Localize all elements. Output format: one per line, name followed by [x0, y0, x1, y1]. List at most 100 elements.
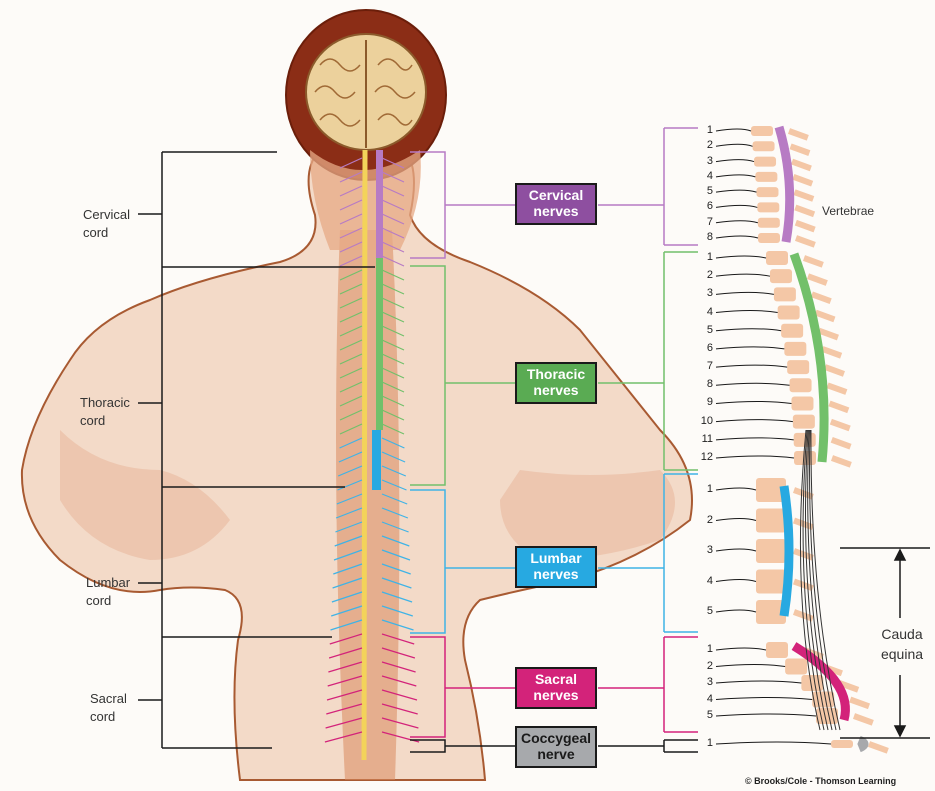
vertebra-leader-cervical-3 — [715, 159, 755, 163]
spinous-process-cervical-2 — [789, 143, 811, 156]
vertebra-number-sacral-3: 3 — [706, 676, 713, 688]
vertebra-number-thoracic-3: 3 — [706, 287, 713, 300]
left-arm-shading — [60, 430, 230, 560]
vertebra-number-lumbar-5: 5 — [706, 605, 713, 617]
vertebra-thoracic-4 — [777, 305, 800, 320]
vertebra-number-sacral-1: 1 — [706, 643, 713, 655]
vertebra-number-cervical-2: 2 — [706, 139, 713, 152]
vertebra-number-thoracic-12: 12 — [700, 451, 713, 463]
vertebra-leader-coccygeal-1 — [715, 741, 832, 745]
lumbar-cord-label: Lumbar cord — [86, 575, 131, 608]
cauda-equina-strand — [809, 429, 837, 731]
vertebra-leader-sacral-2 — [715, 664, 786, 667]
spinal-canal-thoracic — [789, 252, 829, 463]
vertebra-number-cervical-1: 1 — [706, 124, 713, 136]
spinous-process-cervical-6 — [794, 204, 816, 218]
spinous-process-cervical-7 — [794, 219, 816, 233]
vertebra-number-thoracic-2: 2 — [706, 269, 713, 282]
nerve-brackets — [410, 151, 515, 753]
cervical-cord-label: Cervical cord — [83, 207, 130, 240]
vertebra-cervical-5 — [756, 187, 779, 198]
vertebra-thoracic-2 — [769, 269, 792, 284]
vertebra-cervical-1 — [751, 126, 773, 136]
spinous-process-sacral-3 — [838, 680, 860, 693]
vertebra-leader-cervical-8 — [715, 235, 759, 239]
thoracic-bracket — [410, 265, 515, 486]
spinous-process-thoracic-5 — [818, 327, 839, 341]
vertebra-lumbar-5 — [756, 600, 786, 624]
vertebra-leader-thoracic-8 — [715, 382, 790, 386]
vertebra-thoracic-7 — [787, 360, 810, 375]
cauda-equina-strand — [810, 429, 841, 731]
right-arm-shading — [500, 470, 675, 560]
cauda-equina-strand — [802, 429, 825, 731]
spinous-process-thoracic-9 — [828, 400, 850, 414]
vertebra-leader-thoracic-9 — [715, 400, 792, 404]
lumbar-bracket — [410, 489, 515, 634]
vertebra-number-lumbar-3: 3 — [706, 544, 713, 556]
spinous-process-thoracic-7 — [824, 364, 845, 377]
vertebra-lumbar-4 — [756, 569, 786, 594]
cervical-bracket — [410, 151, 515, 259]
spinal-canal-sacral — [791, 642, 850, 722]
lumbar-nerves-box: Lumbar nerves — [515, 546, 597, 588]
vertebra-lumbar-3 — [756, 539, 786, 563]
spinous-process-sacral-4 — [849, 696, 871, 710]
spinous-process-cervical-5 — [793, 189, 815, 202]
vertebra-leader-sacral-4 — [715, 697, 813, 700]
spinous-process-lumbar-4 — [792, 578, 814, 592]
vertebrae-label: Vertebrae — [822, 204, 875, 218]
vertebra-number-cervical-5: 5 — [706, 185, 713, 198]
spinous-process-cervical-3 — [791, 158, 812, 172]
spinous-process-thoracic-4 — [814, 309, 836, 323]
vertebra-leader-thoracic-11 — [715, 437, 794, 441]
spinal-canal-cervical — [774, 125, 795, 243]
brain-icon — [305, 33, 427, 151]
spinous-process-cervical-4 — [792, 174, 814, 187]
vertebra-leader-thoracic-7 — [715, 364, 788, 368]
vertebra-leader-cervical-7 — [715, 220, 758, 224]
vertebra-number-coccygeal-1: 1 — [706, 737, 713, 749]
lumbar-cord-segment — [372, 430, 381, 490]
cervical-cord-segment — [376, 150, 383, 258]
spinal-canal-lumbar — [779, 485, 794, 617]
vertebra-leader-lumbar-5 — [715, 609, 757, 613]
cervical-nerves-box: Cervical nerves — [515, 183, 597, 225]
vertebra-leader-thoracic-2 — [715, 273, 771, 277]
vertebra-lumbar-2 — [756, 508, 786, 533]
vertebral-column — [715, 125, 889, 754]
spinous-process-thoracic-3 — [810, 291, 832, 305]
vertebra-number-cervical-7: 7 — [706, 215, 713, 228]
vertebra-leader-lumbar-1 — [715, 487, 757, 491]
vertebra-number-sacral-2: 2 — [706, 659, 713, 672]
vertebra-lumbar-1 — [756, 478, 786, 502]
vertebra-leader-cervical-4 — [715, 174, 756, 178]
vertebra-number-thoracic-8: 8 — [706, 378, 713, 391]
vertebra-number-lumbar-1: 1 — [706, 483, 713, 495]
vertebra-leader-thoracic-1 — [715, 255, 767, 259]
vertebra-number-thoracic-1: 1 — [706, 251, 713, 263]
vertebra-number-thoracic-10: 10 — [700, 414, 713, 427]
vertebra-leader-sacral-1 — [715, 647, 767, 651]
back-illustration — [20, 9, 693, 781]
vertebra-number-sacral-4: 4 — [706, 692, 713, 705]
vertebra-cervical-6 — [757, 202, 780, 213]
vertebra-thoracic-5 — [781, 323, 804, 338]
vertebra-number-thoracic-4: 4 — [706, 305, 713, 318]
vertebra-number-cervical-6: 6 — [706, 200, 713, 213]
vertebra-leader-sacral-5 — [715, 713, 817, 717]
column-brackets — [598, 127, 698, 753]
vertebra-coccygeal-1 — [831, 740, 853, 748]
vertebra-leader-lumbar-3 — [715, 548, 757, 552]
vertebra-thoracic-9 — [791, 396, 814, 411]
vertebra-cervical-8 — [758, 233, 780, 243]
cauda-equina-strand — [805, 429, 829, 731]
vertebra-cervical-3 — [754, 156, 777, 167]
vertebra-number-lumbar-2: 2 — [706, 513, 713, 526]
vertebra-thoracic-8 — [789, 378, 812, 393]
vertebra-cervical-2 — [752, 141, 775, 152]
coccygeal-bracket — [410, 739, 515, 753]
cord-region-bracket — [138, 151, 375, 749]
vertebra-number-thoracic-9: 9 — [706, 396, 713, 409]
